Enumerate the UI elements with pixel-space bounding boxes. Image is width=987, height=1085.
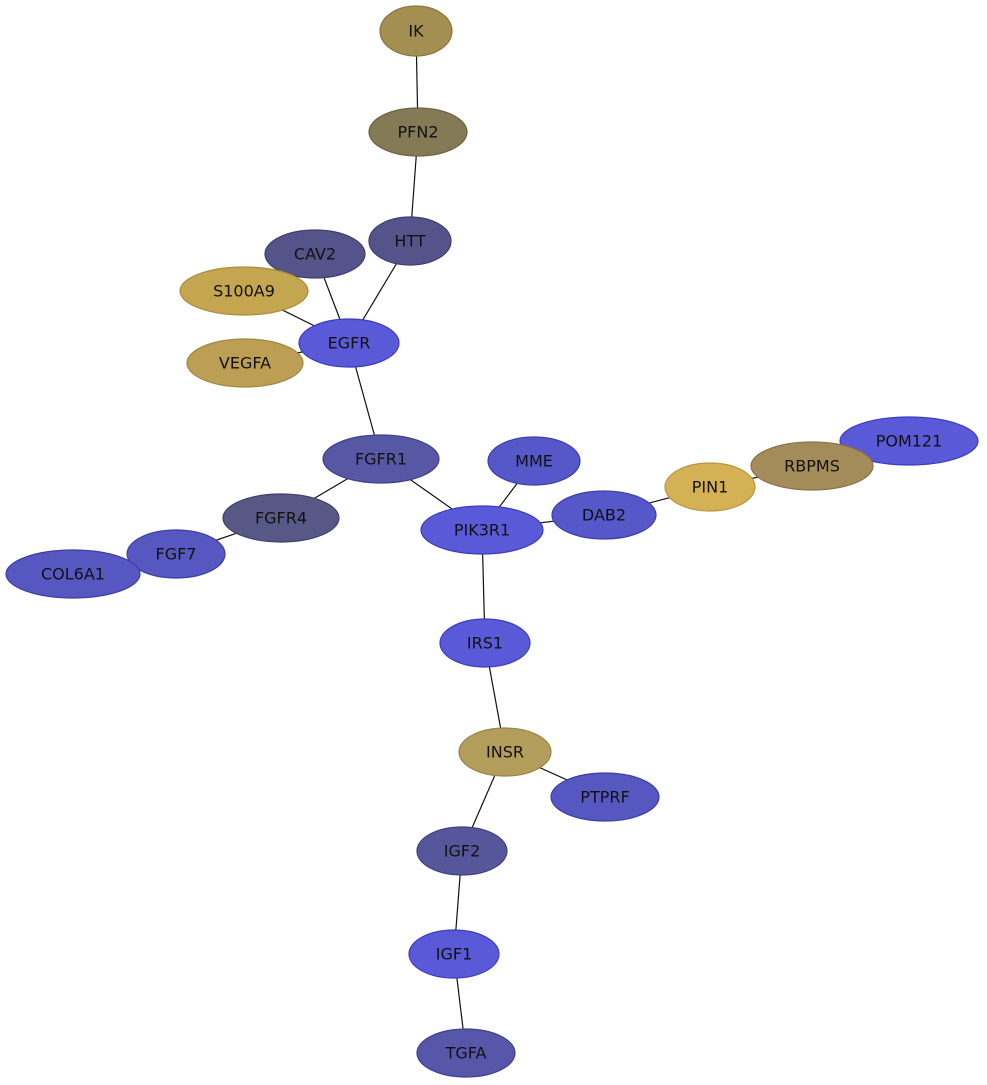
node-shape [368, 216, 452, 266]
node-fgf7[interactable]: FGF7 [126, 529, 226, 579]
node-label: POM121 [876, 432, 943, 451]
node-irs1[interactable]: IRS1 [439, 618, 531, 668]
node-shape [439, 618, 531, 668]
node-insr[interactable]: INSR [458, 727, 552, 777]
node-vegfa[interactable]: VEGFA [186, 338, 304, 388]
node-label: PTPRF [580, 788, 629, 807]
node-pin1[interactable]: PIN1 [664, 462, 756, 512]
node-label: VEGFA [219, 354, 271, 373]
node-shape [416, 826, 508, 876]
node-col6a1[interactable]: COL6A1 [5, 549, 141, 599]
node-label: PIK3R1 [454, 521, 510, 540]
node-label: PFN2 [398, 123, 439, 142]
node-shape [322, 434, 440, 484]
node-shape [298, 318, 400, 368]
node-shape [750, 441, 874, 491]
node-pik3r1[interactable]: PIK3R1 [420, 505, 544, 555]
node-shape [179, 266, 309, 316]
node-label: IRS1 [467, 634, 503, 653]
node-label: INSR [486, 743, 524, 762]
node-shape [487, 436, 581, 486]
node-s100a9[interactable]: S100A9 [179, 266, 309, 316]
node-label: EGFR [328, 334, 371, 353]
node-shape [408, 929, 500, 979]
node-label: COL6A1 [41, 565, 105, 584]
node-fgfr1[interactable]: FGFR1 [322, 434, 440, 484]
node-shape [186, 338, 304, 388]
node-igf2[interactable]: IGF2 [416, 826, 508, 876]
node-fgfr4[interactable]: FGFR4 [222, 493, 340, 543]
node-ptprf[interactable]: PTPRF [550, 772, 660, 822]
node-cav2[interactable]: CAV2 [264, 229, 366, 279]
node-shape [839, 416, 979, 466]
node-shape [550, 772, 660, 822]
node-shape [368, 107, 468, 157]
node-label: CAV2 [294, 245, 336, 264]
node-label: IK [408, 22, 424, 41]
node-shape [264, 229, 366, 279]
node-htt[interactable]: HTT [368, 216, 452, 266]
node-label: FGF7 [156, 545, 197, 564]
node-pfn2[interactable]: PFN2 [368, 107, 468, 157]
node-label: HTT [394, 232, 426, 251]
node-mme[interactable]: MME [487, 436, 581, 486]
node-shape [551, 490, 657, 540]
node-shape [5, 549, 141, 599]
node-tgfa[interactable]: TGFA [416, 1028, 516, 1078]
node-dab2[interactable]: DAB2 [551, 490, 657, 540]
node-label: FGFR4 [255, 509, 307, 528]
node-label: FGFR1 [355, 450, 407, 469]
node-egfr[interactable]: EGFR [298, 318, 400, 368]
node-label: RBPMS [784, 457, 840, 476]
node-shape [664, 462, 756, 512]
node-label: S100A9 [213, 282, 275, 301]
node-shape [379, 5, 453, 57]
node-label: DAB2 [582, 506, 626, 525]
node-label: IGF1 [436, 945, 473, 964]
node-shape [126, 529, 226, 579]
node-ik[interactable]: IK [379, 5, 453, 57]
node-label: TGFA [445, 1044, 487, 1063]
node-pom121[interactable]: POM121 [839, 416, 979, 466]
node-shape [458, 727, 552, 777]
node-shape [420, 505, 544, 555]
node-igf1[interactable]: IGF1 [408, 929, 500, 979]
node-shape [416, 1028, 516, 1078]
node-label: IGF2 [444, 842, 481, 861]
node-rbpms[interactable]: RBPMS [750, 441, 874, 491]
node-label: MME [515, 452, 553, 471]
node-shape [222, 493, 340, 543]
node-label: PIN1 [692, 478, 729, 497]
